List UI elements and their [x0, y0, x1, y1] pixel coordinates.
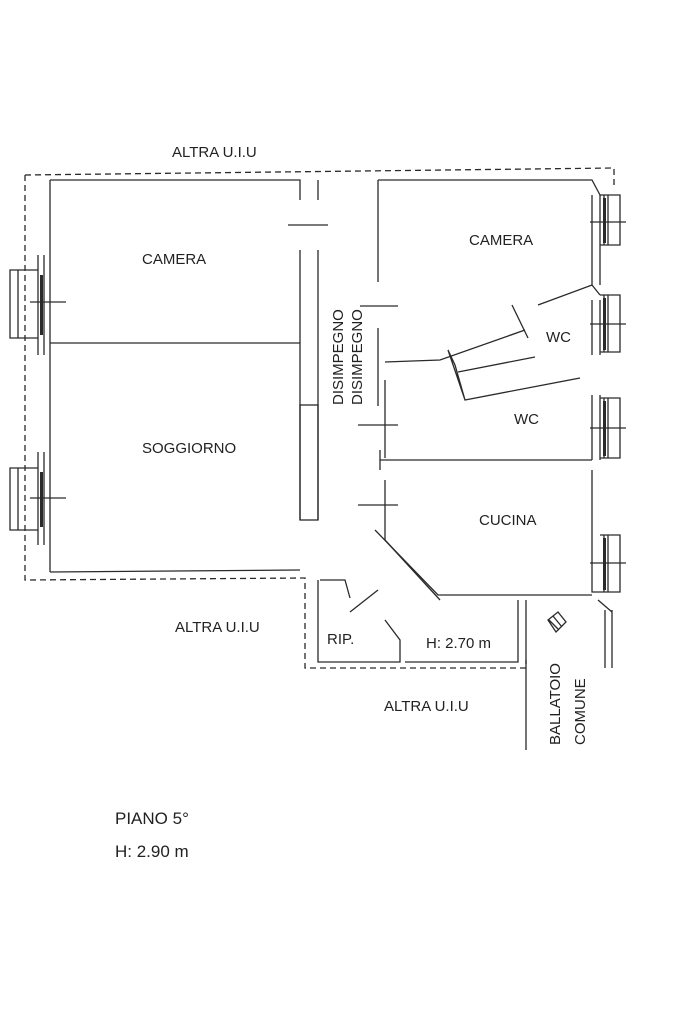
- label-camera-right: CAMERA: [469, 232, 534, 249]
- door-rip: [349, 589, 379, 613]
- label-comune: COMUNE: [572, 678, 589, 745]
- wc-diag-walls: [447, 349, 581, 401]
- label-height-local: H: 2.70 m: [426, 635, 492, 652]
- window-right-2: [590, 294, 626, 353]
- label-disimpegno-2: DISIMPEGNO: [349, 309, 366, 405]
- label-ballatoio: BALLATOIO: [547, 663, 564, 745]
- label-height-floor: H: 2.90 m: [115, 842, 189, 861]
- wall-wc-lower: [379, 450, 592, 470]
- wall-right-outer-a: [591, 195, 601, 285]
- label-disimpegno-1: DISIMPEGNO: [330, 309, 347, 405]
- property-boundary: [24, 167, 615, 669]
- label-cucina: CUCINA: [479, 512, 537, 529]
- window-left-upper: [9, 255, 66, 355]
- wall-wc-upper-top: [537, 284, 601, 306]
- wall-right-outer-d: [591, 470, 600, 593]
- wall-cucina-diag: [374, 529, 592, 596]
- door-wc-upper: [511, 304, 529, 339]
- label-altra-uiu-bottom: ALTRA U.I.U: [384, 698, 469, 715]
- label-piano: PIANO 5°: [115, 809, 189, 828]
- wall-right-top: [378, 179, 601, 196]
- label-wc-upper: WC: [546, 329, 571, 346]
- wall-camera-bottom: [384, 329, 526, 363]
- wall-cucina-diag-inner: [384, 539, 441, 601]
- wall-rip: [317, 579, 401, 663]
- wall-right-outer-b: [591, 300, 601, 355]
- label-altra-uiu-top: ALTRA U.I.U: [172, 144, 257, 161]
- label-wc-lower: WC: [514, 411, 539, 428]
- label-altra-uiu-mid: ALTRA U.I.U: [175, 619, 260, 636]
- wall-left-corridor: [299, 250, 319, 520]
- stair-arrow: [547, 611, 567, 634]
- wall-left-bottom: [49, 569, 301, 573]
- window-right-4: [590, 534, 626, 593]
- label-camera-left: CAMERA: [142, 251, 207, 268]
- ballatoio-line: [525, 599, 613, 750]
- wall-h270-box: [405, 600, 519, 663]
- wall-opening-soggiorno: [299, 404, 319, 521]
- wall-left-outer: [49, 179, 319, 572]
- window-right-1: [590, 194, 626, 246]
- window-right-3: [590, 397, 626, 459]
- label-soggiorno: SOGGIORNO: [142, 440, 237, 457]
- label-rip: RIP.: [327, 631, 355, 648]
- window-left-lower: [9, 452, 66, 545]
